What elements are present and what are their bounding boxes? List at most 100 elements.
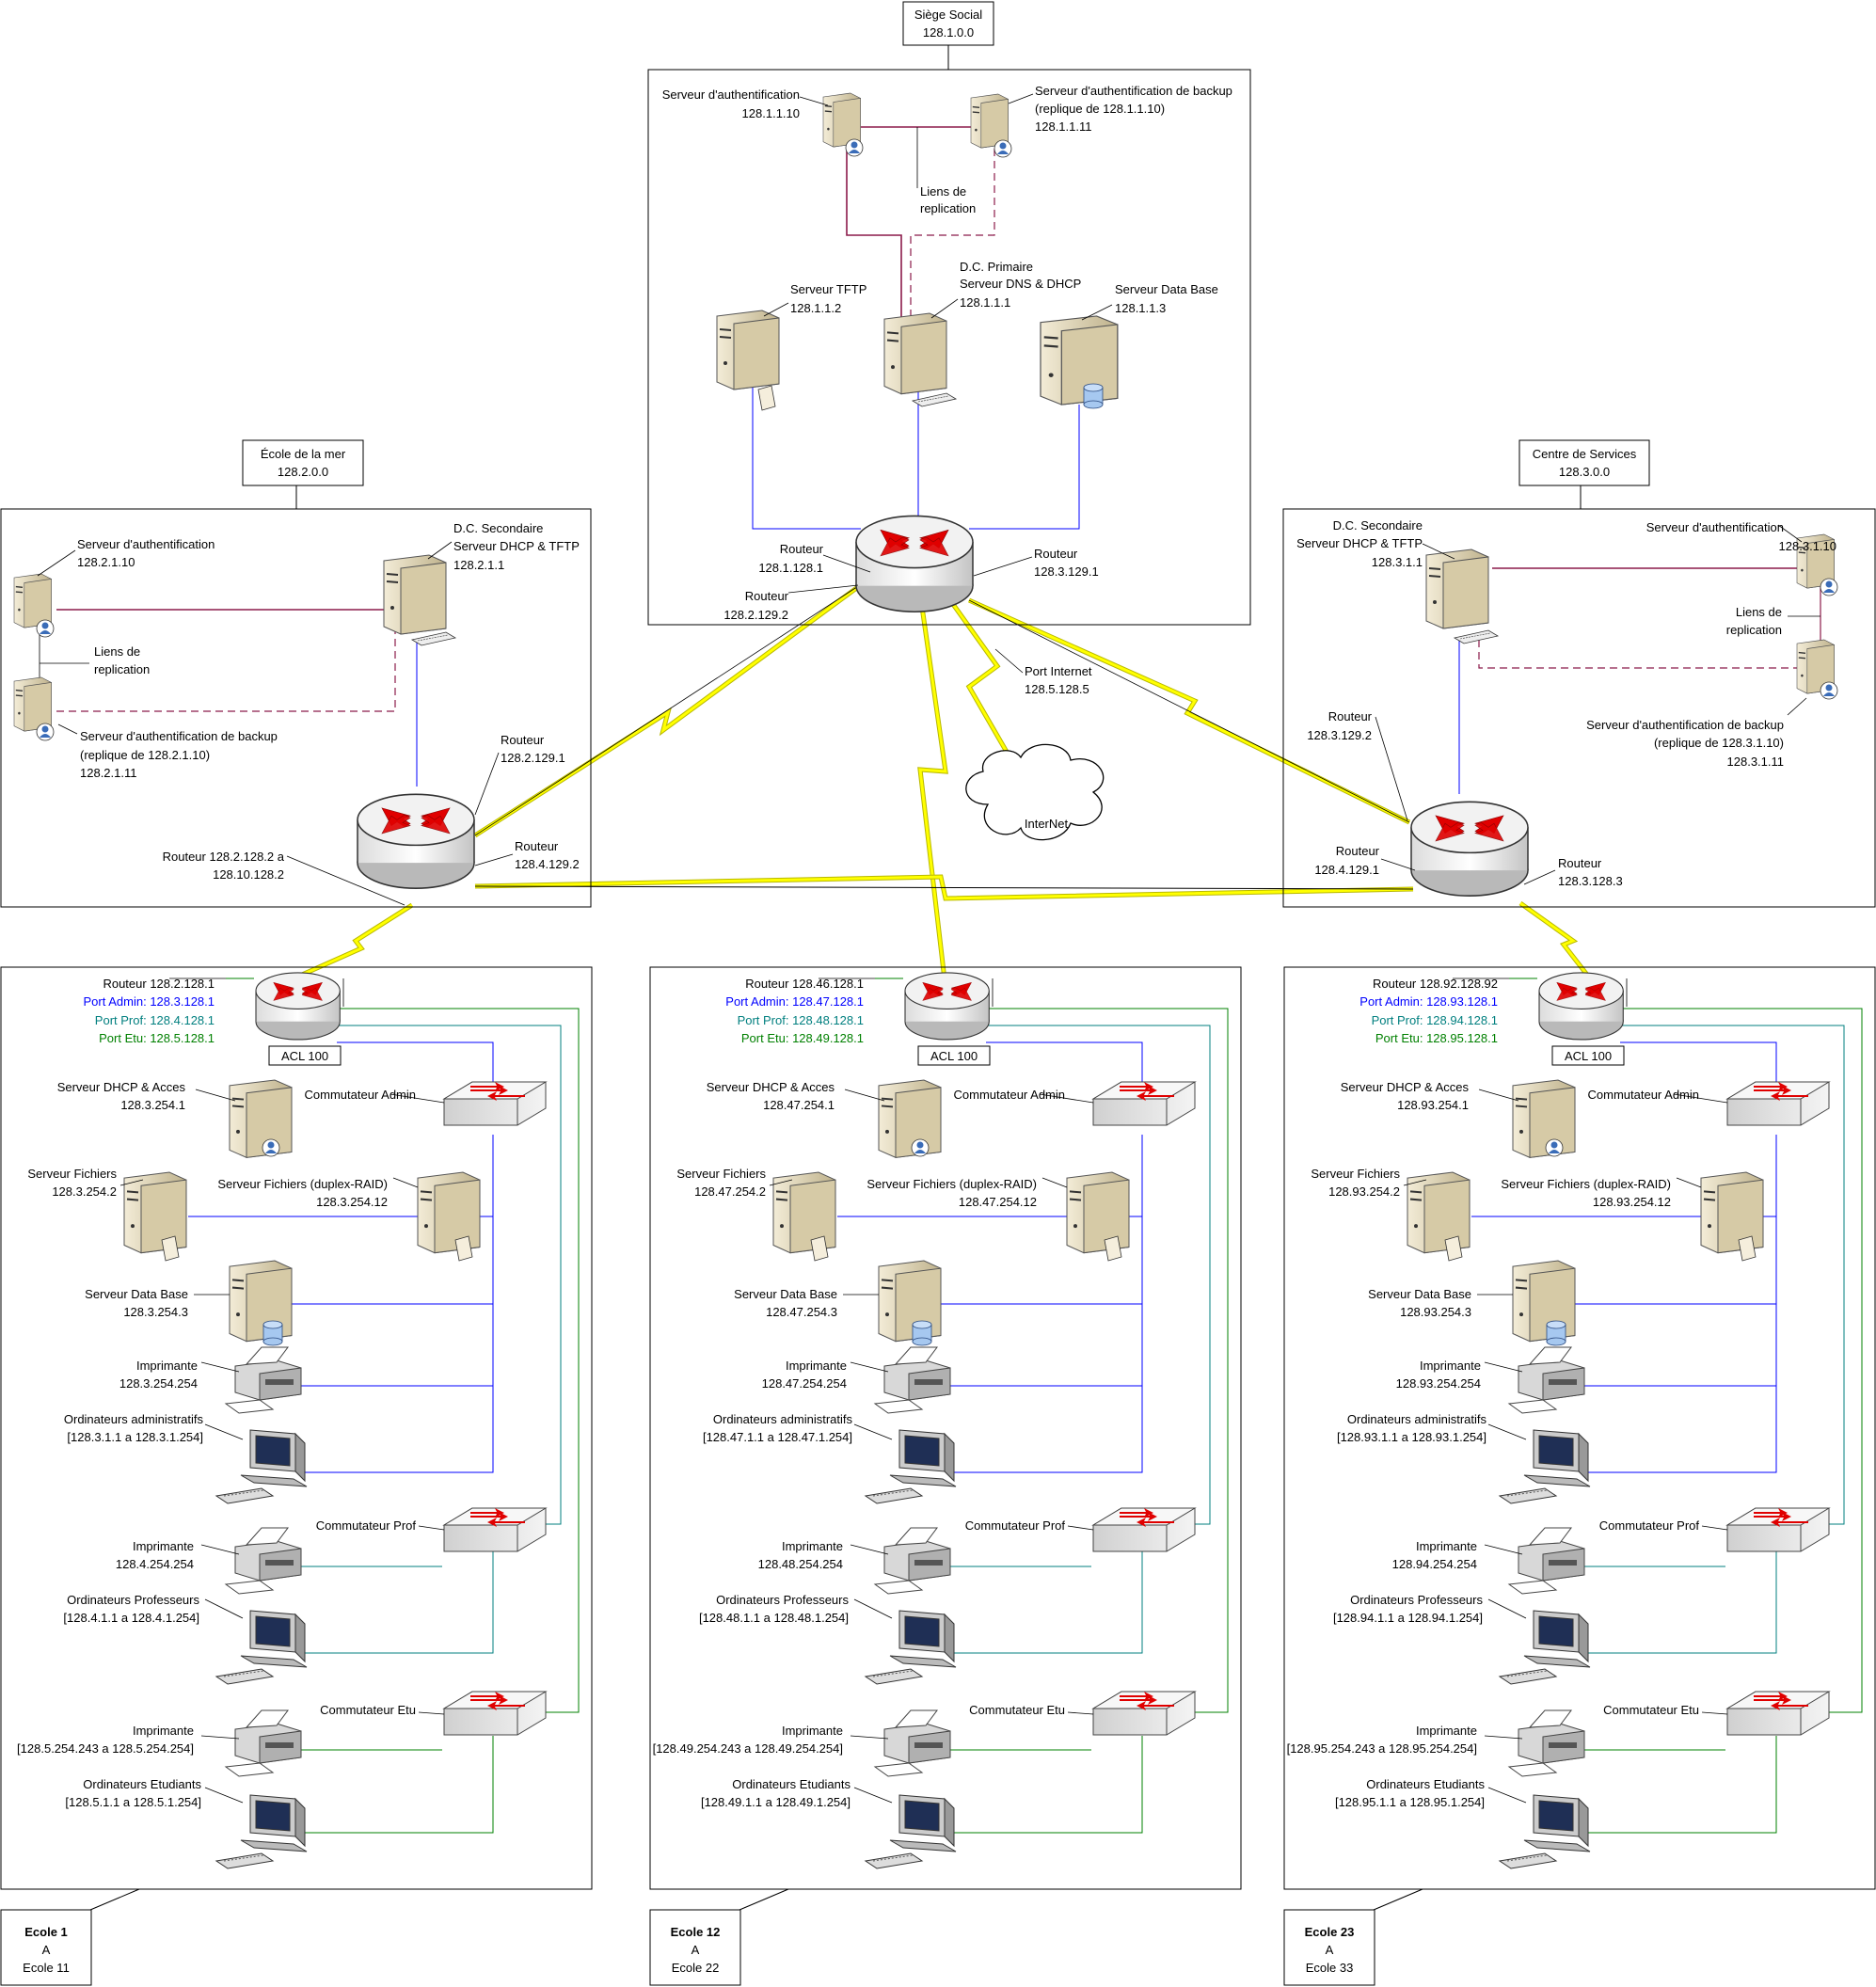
user-icon (994, 139, 1012, 158)
school-db-name: Serveur Data Base (734, 1287, 837, 1301)
school-dhcp-name: Serveur DHCP & Acces (57, 1080, 186, 1094)
school-acl: ACL 100 (930, 1049, 978, 1063)
school-port-admin: Port Admin: 128.47.128.1 (725, 994, 864, 1009)
school-sw-prof: Commutateur Prof (1599, 1518, 1700, 1533)
internet-label: InterNet (1025, 817, 1069, 831)
school-pcs-prof-name: Ordinateurs Professeurs (716, 1593, 849, 1607)
school-network: ACL 100 Routeur 128.92.128.92 Port Admin… (1283, 966, 1876, 1986)
mer-router-c-l2: 128.10.128.2 (213, 867, 284, 882)
mer-replication-1: Liens de (94, 644, 140, 659)
school-dhcp-server (878, 1079, 942, 1159)
services-dc-server (1425, 548, 1489, 629)
school-printer-admin (1508, 1346, 1585, 1414)
mer-auth-ip: 128.2.1.10 (77, 555, 135, 569)
mer-backup-ip: 128.2.1.11 (80, 766, 136, 780)
school-sw-prof: Commutateur Prof (316, 1518, 417, 1533)
school-pcs-etu-name: Ordinateurs Etudiants (1366, 1777, 1485, 1791)
siege-db-ip: 128.1.1.3 (1115, 301, 1166, 315)
services-backup-name: Serveur d'authentification de backup (1586, 718, 1784, 732)
user-icon (1545, 1138, 1564, 1157)
school-acl: ACL 100 (1565, 1049, 1612, 1063)
school-pcs-prof (215, 1610, 308, 1685)
school-files-ip: 128.47.254.2 (694, 1184, 766, 1199)
siege-dc-l2: Serveur DNS & DHCP (960, 277, 1081, 291)
school-pcs-admin-name: Ordinateurs administratifs (1347, 1412, 1487, 1426)
mer-router-c-l1: Routeur 128.2.128.2 a (163, 850, 285, 864)
user-icon (1820, 681, 1838, 700)
siege-auth-name: Serveur d'authentification (662, 87, 800, 102)
siege-tftp-server (716, 310, 780, 390)
school-printer-admin-name: Imprimante (1420, 1359, 1481, 1373)
services-router-a-l1: Routeur (1328, 709, 1373, 723)
school-pcs-etu (215, 1794, 308, 1869)
centre-de-services: Centre de Services 128.3.0.0 D.C. Second… (1282, 439, 1876, 908)
siege-router-b-l1: Routeur (745, 589, 789, 603)
services-router-c-l2: 128.3.128.3 (1558, 874, 1623, 888)
school-sw-etu: Commutateur Etu (1603, 1703, 1699, 1717)
school-pcs-etu (1499, 1794, 1591, 1869)
school-files-raid-server (416, 1170, 482, 1254)
siege-tftp-ip: 128.1.1.2 (790, 301, 841, 315)
school-dhcp-name: Serveur DHCP & Acces (707, 1080, 835, 1094)
school-dhcp-name: Serveur DHCP & Acces (1341, 1080, 1470, 1094)
school-printer-admin (874, 1346, 951, 1414)
school-sw-admin: Commutateur Admin (954, 1088, 1066, 1102)
school-dhcp-ip: 128.47.254.1 (763, 1098, 835, 1112)
user-icon (262, 1138, 280, 1157)
siege-internet-port-l1: Port Internet (1025, 664, 1092, 678)
school-dhcp-ip: 128.93.254.1 (1397, 1098, 1469, 1112)
school-pcs-prof-name: Ordinateurs Professeurs (1350, 1593, 1483, 1607)
school-files-raid-server (1065, 1170, 1131, 1254)
school-printer-admin (225, 1346, 302, 1414)
school-files-name: Serveur Fichiers (676, 1167, 766, 1181)
services-router-a-l2: 128.3.129.2 (1307, 728, 1372, 742)
school-files-raid-name: Serveur Fichiers (duplex-RAID) (866, 1177, 1037, 1191)
school-printer-prof-ip: 128.94.254.254 (1392, 1557, 1477, 1571)
folder-icon (757, 385, 776, 411)
mer-router-b-l1: Routeur (515, 839, 559, 853)
school-switch-etu (1726, 1691, 1830, 1736)
school-printer-prof (225, 1527, 302, 1595)
siege-title: Siège Social (914, 8, 982, 22)
ecole-de-la-mer: École de la mer 128.2.0.0 Serveur d'auth… (0, 439, 592, 908)
siege-auth-server (822, 92, 862, 148)
services-router-c-l1: Routeur (1558, 856, 1602, 870)
school-label-box (0, 1909, 92, 1986)
school-label-mid: A (42, 1943, 51, 1957)
database-icon (262, 1320, 283, 1346)
school-db-ip: 128.93.254.3 (1400, 1305, 1471, 1319)
school-sw-prof: Commutateur Prof (965, 1518, 1066, 1533)
school-dhcp-ip: 128.3.254.1 (120, 1098, 185, 1112)
mer-auth-server (13, 573, 53, 628)
mer-router-b-l2: 128.4.129.2 (515, 857, 580, 871)
school-files-server (771, 1170, 837, 1254)
school-printer-etu (225, 1709, 302, 1777)
services-router (1410, 801, 1529, 897)
school-network-23: ACL 100 Routeur 128.92.128.92 Port Admin… (1283, 966, 1876, 1986)
school-switch-admin (443, 1081, 547, 1126)
services-auth-name: Serveur d'authentification (1646, 520, 1784, 534)
school-files-raid-ip: 128.47.254.12 (959, 1195, 1037, 1209)
school-switch-prof (1092, 1507, 1196, 1552)
school-box (0, 966, 593, 1890)
school-router (1538, 972, 1624, 1041)
mer-replication-2: replication (94, 662, 150, 676)
school-pcs-etu-ip: [128.95.1.1 a 128.95.1.254] (1335, 1795, 1485, 1809)
school-files-raid-name: Serveur Fichiers (duplex-RAID) (1501, 1177, 1671, 1191)
school-printer-etu-ip: [128.95.254.243 a 128.95.254.254] (1287, 1741, 1477, 1756)
database-icon (1546, 1320, 1566, 1346)
school-dhcp-server (1512, 1079, 1576, 1159)
school-printer-etu (1508, 1709, 1585, 1777)
siege-db-server (1039, 314, 1120, 406)
siege-box (647, 69, 1251, 626)
mer-router (357, 793, 475, 889)
acl-box (917, 1045, 991, 1066)
services-title-box (1518, 439, 1650, 486)
school-switch-prof (1726, 1507, 1830, 1552)
services-router-b-l2: 128.4.129.1 (1314, 863, 1379, 877)
siege-social: Siège Social 128.1.0.0 Serveur d'authent… (647, 1, 1251, 696)
school-files-raid-ip: 128.3.254.12 (316, 1195, 388, 1209)
mer-backup-name: Serveur d'authentification de backup (80, 729, 278, 743)
mer-dc-l1: D.C. Secondaire (453, 521, 543, 535)
school-pcs-etu-ip: [128.5.1.1 a 128.5.1.254] (65, 1795, 201, 1809)
